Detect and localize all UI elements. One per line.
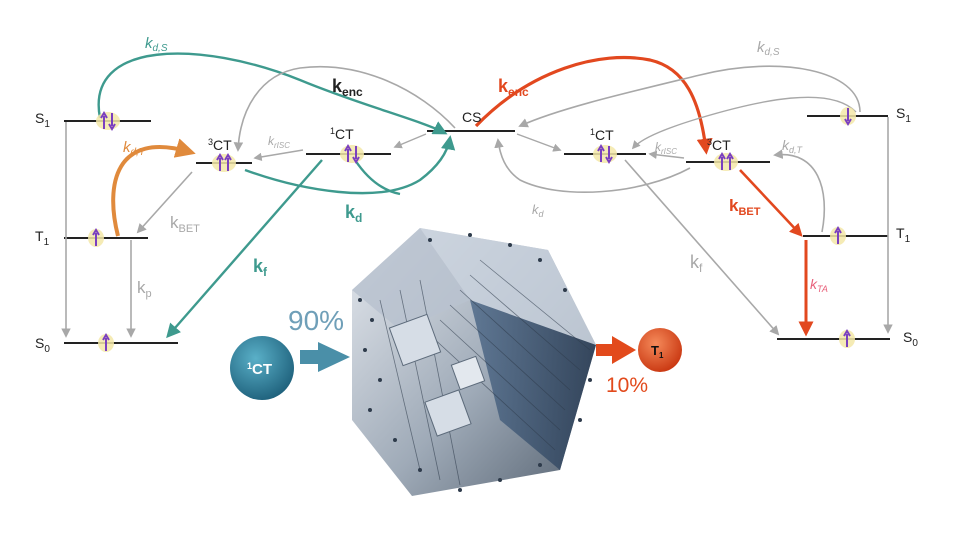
spin-arrow-icon: [224, 153, 232, 171]
spin-arrow-icon: [597, 144, 605, 162]
spin-arrow-icon: [92, 228, 100, 246]
right-s1-label: S1: [896, 105, 911, 125]
spin-glow: [714, 153, 738, 171]
triplet-yield-arrow: [596, 336, 636, 364]
left-kds-label: kd,S: [145, 35, 168, 54]
right-kenc-label: kenc: [498, 76, 529, 99]
molecular-crystal-illustration: [352, 228, 596, 496]
right-krisc-arrow: [648, 150, 685, 159]
right-3ct-label: 3CT: [707, 137, 731, 153]
triplet-yield-percent: 10%: [606, 374, 648, 397]
right-kdt-arrow: [773, 149, 826, 233]
spin-arrow-icon: [216, 153, 224, 171]
left-1ct-spin: [340, 144, 364, 164]
right-t1-spin: [830, 226, 846, 245]
singlet-bubble-label: 1CT: [247, 361, 272, 378]
left-kdt-label: kd,T: [123, 139, 146, 158]
left-s0-spin: [98, 333, 114, 352]
left-kdt-arrow: [111, 138, 196, 237]
right-s0-spin: [839, 329, 855, 348]
right-kbet-label: kBET: [729, 196, 761, 218]
left-t1-label: T1: [35, 228, 50, 248]
spin-arrow-icon: [834, 226, 842, 244]
left-s1-spin: [96, 111, 120, 131]
right-s1-spin: [840, 107, 856, 126]
spin-arrow-icon: [108, 113, 116, 131]
spin-markers: [88, 107, 856, 352]
left-kd-label: kd: [345, 202, 362, 225]
left-kf-arrow: [166, 159, 323, 339]
left-1ct-kd-hook: [354, 159, 401, 196]
right-1ct-label: 1CT: [590, 127, 614, 143]
triplet-bubble: [638, 328, 682, 372]
right-kta-label: kTA: [810, 276, 828, 294]
left-kenc-arc: [233, 66, 456, 152]
right-kf-label: kf: [690, 252, 703, 275]
right-kdt-label: kd,T: [782, 137, 804, 155]
singlet-bubble: [230, 336, 294, 400]
singlet-yield-arrow: [300, 342, 350, 372]
left-krisc-arrow: [253, 149, 304, 162]
spin-arrow-icon: [100, 111, 108, 129]
right-kenc-arrow: [474, 56, 713, 155]
right-krisc-label: krISC: [655, 140, 677, 156]
spin-arrow-icon: [344, 144, 352, 162]
left-kd-arrow: [244, 135, 456, 195]
left-3ct-label: 3CT: [208, 137, 232, 153]
spin-arrow-icon: [844, 108, 852, 126]
left-cs-1ct-arrow: [393, 133, 427, 149]
spin-glow: [212, 154, 236, 172]
left-kp-label: kp: [137, 278, 152, 300]
singlet-yield-percent: 90%: [288, 305, 344, 336]
spin-glow: [340, 145, 364, 163]
spin-glow: [593, 145, 617, 163]
right-t1-label: T1: [896, 225, 911, 245]
left-1ct-label: 1CT: [330, 126, 354, 142]
left-kenc-label: kenc: [332, 76, 363, 99]
right-kf-arrow: [624, 159, 780, 336]
left-s0-label: S0: [35, 335, 50, 355]
right-1ct-spin: [593, 144, 617, 164]
spin-arrow-icon: [102, 333, 110, 351]
right-kds-label: kd,S: [757, 39, 780, 58]
left-kds-arrow: [97, 52, 448, 135]
left-kbet-label: kBET: [170, 213, 200, 235]
spin-arrow-icon: [843, 329, 851, 347]
right-kbet-arrow: [739, 169, 803, 237]
left-s1-label: S1: [35, 110, 50, 130]
spin-arrow-icon: [726, 152, 734, 170]
spin-arrow-icon: [352, 146, 360, 164]
right-kd-label: kd: [532, 202, 545, 219]
right-s1-1ct-arc: [631, 96, 857, 150]
spin-arrow-icon: [718, 152, 726, 170]
right-s0-label: S0: [903, 329, 918, 349]
spin-glow: [96, 112, 120, 130]
left-3ct-spin: [212, 153, 236, 172]
left-kf-label: kf: [253, 256, 268, 279]
right-cs-1ct-arrow: [516, 133, 562, 152]
left-krisc-label: krISC: [268, 134, 290, 150]
cs-label: CS: [462, 109, 481, 125]
right-kd-arrow: [494, 138, 691, 193]
right-kds-arrow: [518, 65, 861, 128]
spin-arrow-icon: [605, 146, 613, 164]
triplet-bubble-label: T1: [651, 343, 664, 360]
left-kbet-arrow: [136, 171, 193, 234]
right-3ct-spin: [714, 152, 738, 171]
left-t1-spin: [88, 228, 104, 247]
